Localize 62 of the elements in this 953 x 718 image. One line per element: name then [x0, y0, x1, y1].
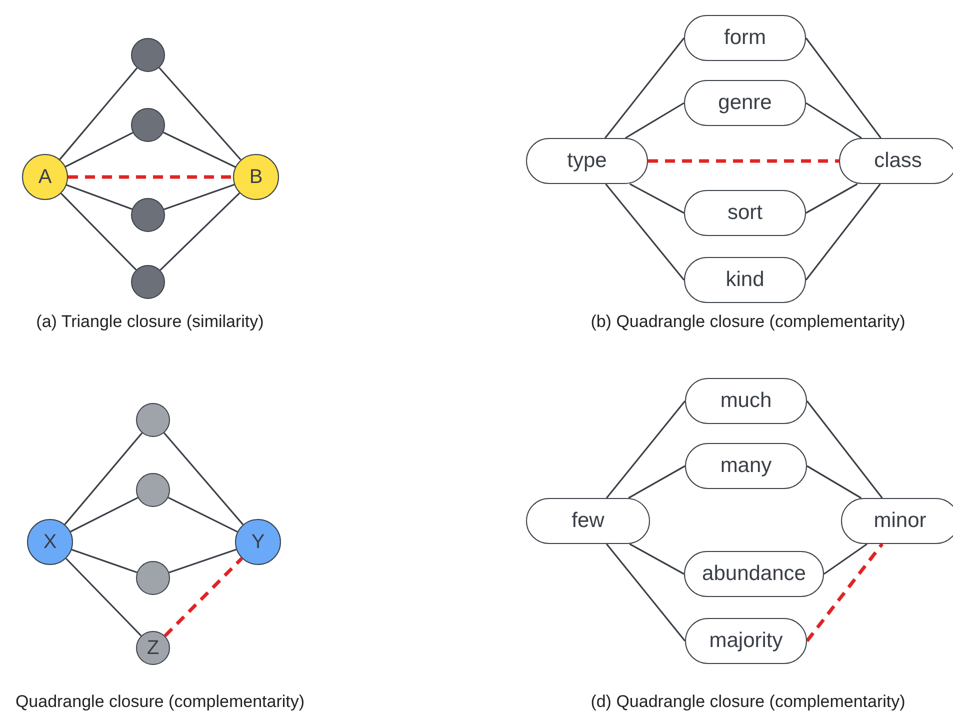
link-line [606, 544, 686, 642]
word-node: form [684, 15, 806, 61]
link-line [71, 548, 138, 574]
graph-node [136, 473, 170, 507]
link-line [805, 38, 882, 138]
link-line [65, 558, 142, 636]
graph-node [131, 38, 165, 72]
link-line [70, 496, 138, 532]
link-line [158, 67, 242, 160]
panel-caption: (a) Triangle closure (similarity) [36, 312, 264, 332]
link-line [65, 132, 134, 168]
link-line [60, 192, 137, 270]
word-node: kind [684, 257, 806, 303]
graph-node [131, 265, 165, 299]
link-line [168, 548, 236, 574]
graph-node: Y [235, 519, 281, 565]
link-line [163, 432, 244, 526]
link-line [805, 184, 881, 280]
link-line [59, 67, 138, 160]
word-node: many [685, 443, 807, 489]
word-node: type [526, 138, 648, 184]
graph-node: Z [136, 631, 170, 665]
link-line [806, 183, 858, 214]
graph-node [131, 198, 165, 232]
graph-node: A [22, 154, 68, 200]
link-line [806, 465, 862, 499]
panel-caption: (b) Quadrangle closure (complementarity) [590, 312, 906, 332]
graph-node [136, 403, 170, 437]
link-line [160, 192, 240, 271]
word-node: abundance [684, 551, 824, 597]
graph-node: B [233, 154, 279, 200]
link-line [64, 432, 143, 525]
word-node: genre [684, 80, 806, 126]
word-node: sort [684, 190, 806, 236]
link-line [625, 102, 684, 139]
link-line [605, 184, 685, 280]
link-line [824, 543, 868, 575]
link-line [629, 543, 684, 575]
link-line [604, 38, 685, 138]
graph-node [136, 561, 170, 595]
word-node: much [685, 378, 807, 424]
word-node: few [526, 498, 650, 544]
graph-node: X [27, 519, 73, 565]
link-line [806, 102, 862, 139]
link-line [164, 184, 235, 210]
panel-caption: (d) Quadrangle closure (complementarity) [590, 692, 906, 712]
word-node: minor [841, 498, 953, 544]
panel-caption: Quadrangle closure (complementarity) [15, 692, 305, 712]
dashed-link [648, 159, 839, 163]
link-line [168, 496, 238, 533]
dashed-link [164, 557, 244, 638]
word-node: class [839, 138, 953, 184]
link-line [162, 132, 236, 168]
link-line [606, 400, 686, 498]
link-line [66, 184, 132, 210]
word-node: majority [685, 618, 807, 664]
link-line [628, 465, 686, 499]
link-line [630, 183, 684, 214]
graph-node [131, 108, 165, 142]
link-line [806, 400, 883, 498]
dashed-link [806, 542, 884, 642]
dashed-link [68, 175, 233, 179]
